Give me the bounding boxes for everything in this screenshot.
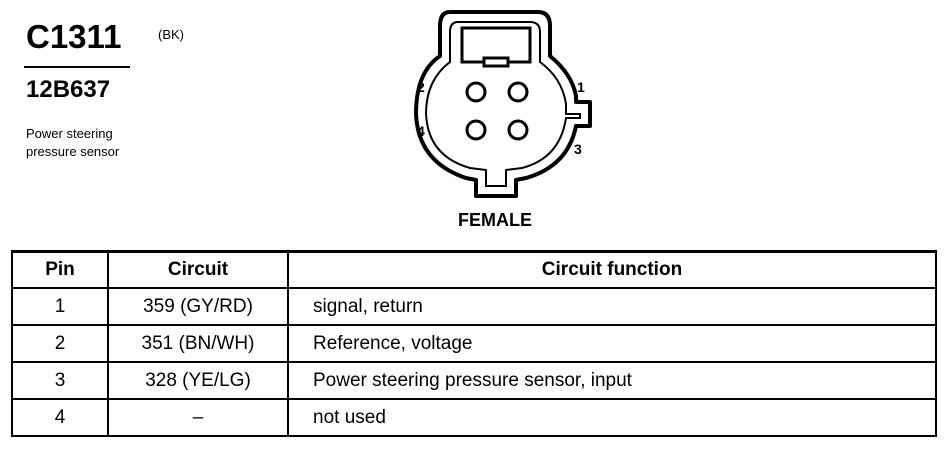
description-line-2: pressure sensor <box>26 144 120 159</box>
wire-color-code: (BK) <box>158 27 184 42</box>
description-line-1: Power steering <box>26 126 113 141</box>
header-circuit: Circuit <box>107 250 289 289</box>
pin-cell: 3 <box>11 361 109 400</box>
header-circuit-function: Circuit function <box>287 250 937 289</box>
pin-label-2: 2 <box>417 79 425 95</box>
connector-inner-outline <box>424 21 581 187</box>
pinout-table: Pin Circuit Circuit function 1 359 (GY/R… <box>11 250 937 437</box>
pin-1-cavity <box>507 81 529 103</box>
part-number: 12B637 <box>26 76 111 103</box>
latch-tab <box>482 56 510 68</box>
circuit-cell: 359 (GY/RD) <box>107 287 289 326</box>
connector-description: Power steering pressure sensor <box>26 125 206 161</box>
circuit-cell: 328 (YE/LG) <box>107 361 289 400</box>
table-row: 3 328 (YE/LG) Power steering pressure se… <box>11 361 937 400</box>
pin-label-3: 3 <box>574 141 582 157</box>
function-cell: signal, return <box>287 287 937 326</box>
pin-4-cavity <box>465 119 487 141</box>
circuit-cell: – <box>107 398 289 437</box>
connector-gender-label: FEMALE <box>458 210 532 230</box>
pin-label-1: 1 <box>577 79 585 95</box>
pin-cell: 1 <box>11 287 109 326</box>
function-cell: Power steering pressure sensor, input <box>287 361 937 400</box>
pin-cell: 4 <box>11 398 109 437</box>
function-cell: not used <box>287 398 937 437</box>
table-row: 1 359 (GY/RD) signal, return <box>11 287 937 326</box>
pin-cell: 2 <box>11 324 109 363</box>
header-pin: Pin <box>11 250 109 289</box>
pin-3-cavity <box>507 119 529 141</box>
table-row: 4 – not used <box>11 398 937 437</box>
table-header-row: Pin Circuit Circuit function <box>11 250 937 289</box>
connector-id: C1311 <box>26 18 122 55</box>
pin-2-cavity <box>465 81 487 103</box>
connector-face-diagram: 1 2 3 4 <box>414 10 592 198</box>
circuit-cell: 351 (BN/WH) <box>107 324 289 363</box>
title-divider <box>24 66 130 68</box>
pin-label-4: 4 <box>417 123 425 139</box>
connector-housing <box>414 10 592 198</box>
table-row: 2 351 (BN/WH) Reference, voltage <box>11 324 937 363</box>
function-cell: Reference, voltage <box>287 324 937 363</box>
